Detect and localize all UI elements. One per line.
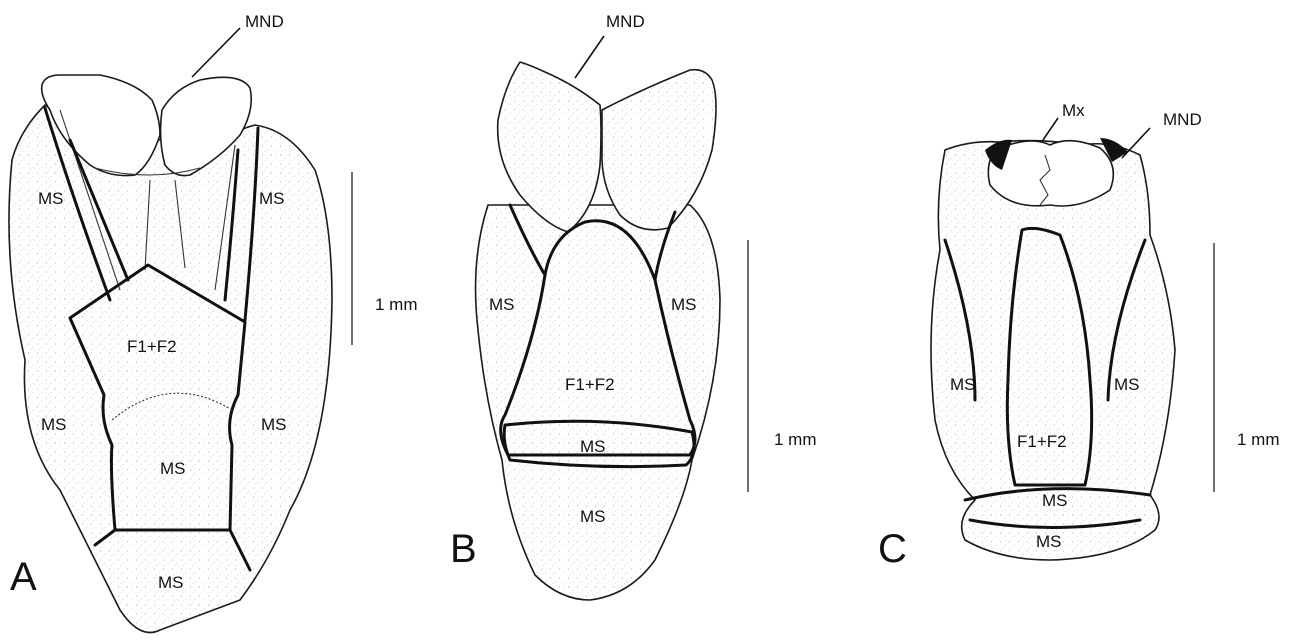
panel-b-mandible-right [602, 70, 716, 230]
panel-c-scale-label: 1 mm [1237, 430, 1280, 449]
panel-c-ms-bottom-label: MS [1036, 532, 1062, 551]
panel-b-fused-label: F1+F2 [565, 375, 615, 394]
panel-b-scale-label: 1 mm [774, 430, 817, 449]
panel-a-mnd-label: MND [245, 12, 284, 31]
panel-a-ms-upper-left-label: MS [38, 189, 64, 208]
panel-b-mnd-label: MND [606, 12, 645, 31]
panel-b-ms-band-label: MS [580, 437, 606, 456]
panel-a-scale-label: 1 mm [375, 295, 418, 314]
panel-a-fused-label: F1+F2 [127, 337, 177, 356]
panel-a-ms-mid-left-label: MS [41, 415, 67, 434]
panel-a-ms-bottom-label: MS [158, 573, 184, 592]
panel-c-ms-left-label: MS [950, 375, 976, 394]
panel-b-ms-right-label: MS [671, 295, 697, 314]
panel-c-ms-right-label: MS [1114, 375, 1140, 394]
panel-c-mx-label: Mx [1062, 101, 1085, 120]
panel-b-ms-left-label: MS [489, 295, 515, 314]
panel-a-ms-mid-right-label: MS [261, 415, 287, 434]
panel-b-mnd-leader [575, 36, 604, 78]
panel-c-mx-leader [1043, 118, 1058, 140]
panel-c-mnd-label: MND [1163, 110, 1202, 129]
panel-a-letter: A [10, 555, 37, 599]
panel-b-letter: B [450, 527, 477, 571]
panel-b-ms-bottom-label: MS [580, 507, 606, 526]
panel-b-outer-body [476, 205, 720, 600]
panel-a-ms-center-label: MS [160, 459, 186, 478]
panel-a-ms-upper-right-label: MS [259, 189, 285, 208]
panel-c-ms-lower-label: MS [1042, 491, 1068, 510]
panel-a-mnd-leader [192, 28, 240, 77]
panel-c-letter: C [878, 527, 907, 571]
panel-c-fused-label: F1+F2 [1017, 432, 1067, 451]
panel-a-outer-body [9, 105, 332, 633]
